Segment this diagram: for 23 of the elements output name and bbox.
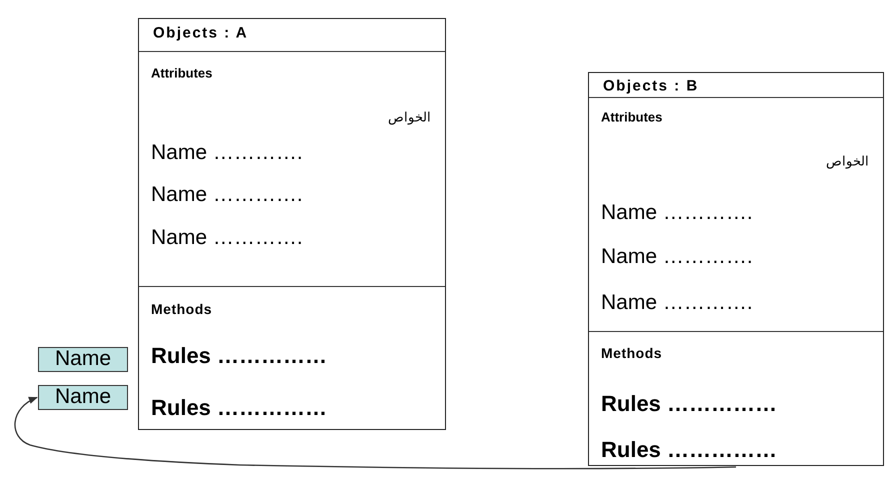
attribute-entry: Name …………. — [151, 226, 303, 250]
arabic-label: الخواص — [388, 110, 431, 124]
method-entry: Rules …………… — [151, 395, 328, 421]
class-title: Objects : B — [603, 78, 699, 94]
class-box — [138, 18, 446, 430]
attribute-entry: Name …………. — [601, 201, 753, 225]
method-entry: Rules …………… — [151, 343, 328, 369]
method-entry: Rules …………… — [601, 437, 778, 463]
name-tag: Name — [38, 385, 128, 410]
arabic-label: الخواص — [826, 154, 869, 168]
section-heading: Methods — [151, 301, 212, 317]
name-tag: Name — [38, 347, 128, 372]
curved-arrow — [14, 396, 736, 470]
section-heading: Attributes — [151, 66, 212, 80]
section-heading: Methods — [601, 345, 662, 361]
attribute-entry: Name …………. — [151, 141, 303, 165]
attribute-entry: Name …………. — [151, 183, 303, 207]
class-box — [588, 72, 884, 466]
attribute-entry: Name …………. — [601, 245, 753, 269]
section-heading: Attributes — [601, 110, 662, 124]
class-title: Objects : A — [153, 24, 248, 42]
attribute-entry: Name …………. — [601, 291, 753, 315]
method-entry: Rules …………… — [601, 391, 778, 417]
